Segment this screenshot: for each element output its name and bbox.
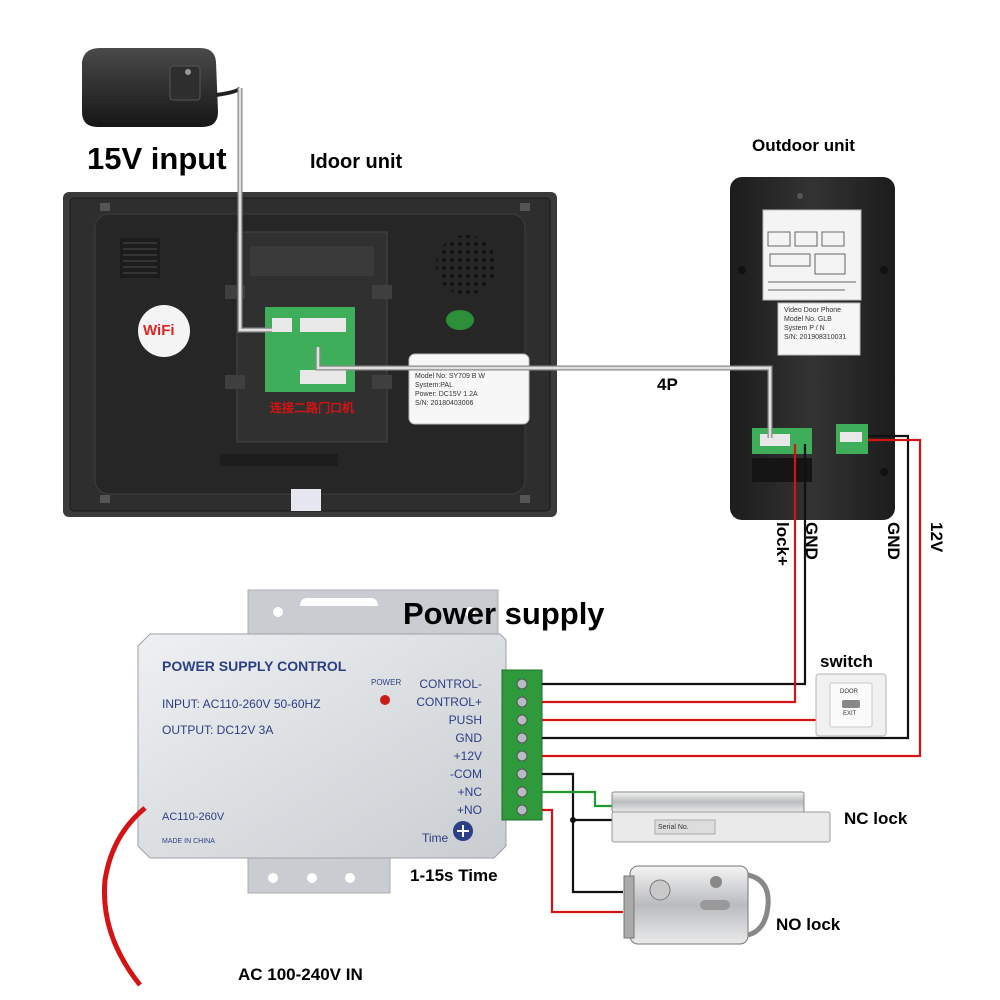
indoor-unit-label: Idoor unit bbox=[310, 151, 403, 173]
nc-lock-label: NC lock bbox=[844, 809, 908, 828]
no-lock-label: NO lock bbox=[776, 915, 841, 934]
indoor-sticker bbox=[408, 353, 530, 425]
indoor-sticker-line: Model No: SY709 B W bbox=[415, 373, 486, 380]
switch-plate-line2: EXIT bbox=[843, 711, 857, 717]
outdoor-sticker bbox=[777, 302, 861, 356]
lock-plus-label: lock+ bbox=[773, 522, 792, 566]
cable-4p bbox=[315, 347, 773, 438]
psu-input-spec: INPUT: AC110-260V 50-60HZ bbox=[162, 697, 321, 711]
power-adapter bbox=[82, 48, 242, 127]
outdoor-sticker-line: System P / N bbox=[784, 325, 825, 332]
terminal-label-gnd: GND bbox=[455, 731, 482, 745]
outdoor-unit bbox=[730, 177, 895, 520]
outdoor-unit-label: Outdoor unit bbox=[752, 136, 855, 155]
psu-title: POWER SUPPLY CONTROL bbox=[162, 658, 347, 674]
input-15v-label: 15V input bbox=[87, 141, 227, 176]
adapter-cable bbox=[237, 88, 272, 333]
nc-magnetic-lock bbox=[611, 791, 831, 843]
nc-lock-serial: Serial No. bbox=[658, 824, 689, 831]
wires bbox=[542, 434, 922, 914]
switch-plate-line1: DOOR bbox=[840, 689, 858, 695]
exit-switch bbox=[815, 673, 887, 737]
psu-output-spec: OUTPUT: DC12V 3A bbox=[162, 723, 274, 737]
outdoor-wiring-sticker bbox=[762, 209, 862, 301]
power-supply-label: Power supply bbox=[403, 596, 605, 631]
green-sticker bbox=[446, 310, 474, 330]
terminal-label-12v: +12V bbox=[453, 749, 482, 763]
terminal-label-com: -COM bbox=[450, 767, 482, 781]
time-range-label: 1-15s Time bbox=[410, 866, 498, 885]
wifi-badge bbox=[138, 305, 190, 357]
terminal-label-control-plus: CONTROL+ bbox=[416, 695, 482, 709]
psu-made-in: MADE IN CHINA bbox=[162, 838, 215, 845]
indoor-sticker-line: S/N: 20180403006 bbox=[415, 400, 474, 407]
cable-4p-label: 4P bbox=[657, 375, 678, 394]
outdoor-sticker-line: Video Door Phone bbox=[784, 307, 842, 314]
terminal-label-no: +NO bbox=[456, 803, 482, 817]
indoor-chinese-note: 连接二路门口机 bbox=[270, 401, 355, 415]
outdoor-sticker-line: S/N: 201908310031 bbox=[784, 334, 847, 341]
switch-label: switch bbox=[820, 652, 873, 671]
terminal-label-control-minus: CONTROL- bbox=[419, 677, 482, 691]
ac-input-label: AC 100-240V IN bbox=[238, 965, 363, 984]
psu-time-label: Time bbox=[422, 831, 449, 845]
com-junction bbox=[570, 817, 576, 823]
no-electric-lock bbox=[623, 865, 771, 945]
outdoor-sticker-line: Model No. GLB bbox=[784, 316, 832, 323]
terminal-label-nc: +NC bbox=[457, 785, 482, 799]
psu-ac-label: AC110-260V bbox=[162, 811, 225, 823]
speaker-grille bbox=[436, 235, 496, 295]
power-supply-unit bbox=[137, 589, 543, 894]
ac-cable bbox=[101, 806, 147, 987]
terminal-label-push: PUSH bbox=[448, 713, 482, 727]
gnd-label-right: GND bbox=[884, 522, 903, 560]
indoor-sticker-line: System:PAL bbox=[415, 382, 453, 389]
indoor-unit bbox=[63, 192, 557, 517]
v12-label: 12V bbox=[927, 522, 946, 553]
gnd-label-left: GND bbox=[802, 522, 821, 560]
barcode-sticker bbox=[291, 489, 321, 511]
psu-power-led-label: POWER bbox=[371, 678, 402, 687]
power-led bbox=[380, 695, 390, 705]
terminal-block bbox=[501, 669, 543, 821]
indoor-sticker-line: Power: DC15V 1.2A bbox=[415, 391, 478, 398]
wifi-text: WiFi bbox=[143, 322, 175, 339]
